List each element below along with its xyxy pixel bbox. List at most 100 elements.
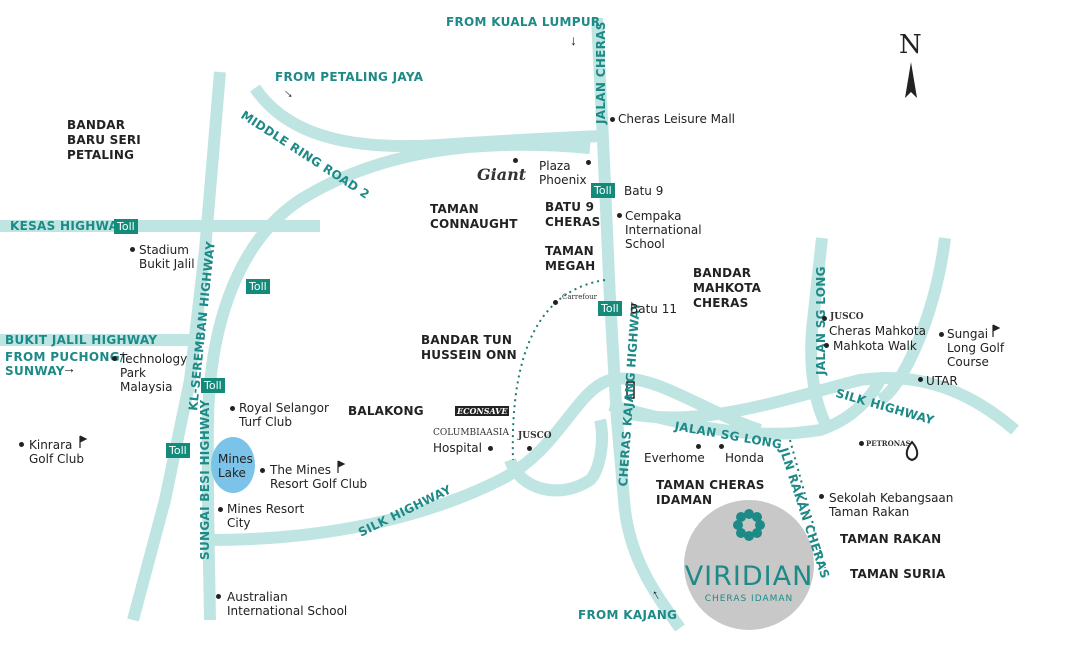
place-dot <box>859 441 864 446</box>
place-kinrara: Kinrara Golf Club <box>29 438 84 466</box>
place-dot <box>610 117 615 122</box>
petronas-icon <box>905 440 919 462</box>
place-mines-resort-golf: The Mines Resort Golf Club <box>270 463 368 491</box>
place-utar: UTAR <box>926 374 958 388</box>
road-label-bukit-jalil: BUKIT JALIL HIGHWAY <box>5 333 158 347</box>
place-dot <box>918 377 923 382</box>
viridian-circle <box>684 500 814 630</box>
place-dot <box>527 446 532 451</box>
place-dot <box>488 446 493 451</box>
area-taman-megah: TAMAN MEGAH <box>545 244 596 273</box>
compass-north: N <box>899 30 922 60</box>
traffic-light-icon <box>626 381 635 399</box>
place-dot <box>819 494 824 499</box>
place-mahkota-walk: Mahkota Walk <box>833 339 917 353</box>
giant-logo: Giant <box>477 165 527 184</box>
place-dot <box>822 316 827 321</box>
golf-flag-icon <box>79 435 88 448</box>
place-royal-selangor: Royal Selangor Turf Club <box>239 401 329 429</box>
compass-arrow-icon <box>905 62 917 98</box>
toll-kl-seremban: Toll <box>166 443 190 458</box>
direction-from-kajang: FROM KAJANG <box>578 608 678 622</box>
silk-road-east <box>618 372 1019 435</box>
toll-batu9: Toll <box>591 183 615 198</box>
place-dot <box>230 406 235 411</box>
place-dot <box>112 356 117 361</box>
place-australian: Australian International School <box>227 590 348 618</box>
place-dot <box>216 594 221 599</box>
place-batu9: Batu 9 <box>624 184 664 198</box>
area-taman-cheras-idaman: TAMAN CHERAS IDAMAN <box>656 478 765 507</box>
columbia-asia-logo: COLUMBIAASIA <box>433 428 509 438</box>
place-stadium: Stadium Bukit Jalil <box>139 243 195 271</box>
road-label-kesas: KESAS HIGHWAY <box>10 219 127 233</box>
area-taman-rakan: TAMAN RAKAN <box>840 532 942 546</box>
place-dot <box>939 332 944 337</box>
place-dot <box>696 444 701 449</box>
place-dot <box>513 158 518 163</box>
place-cempaka: Cempaka International School <box>625 209 702 251</box>
silk-road-south <box>209 372 762 546</box>
jusco-logo: JUSCO <box>518 431 552 441</box>
toll-kesas: Toll <box>114 219 138 234</box>
place-honda: Honda <box>725 451 764 465</box>
place-dot <box>824 343 829 348</box>
area-batu9-cheras: BATU 9 CHERAS <box>545 200 601 229</box>
carrefour-logo: Carrefour <box>562 293 598 301</box>
sungai-besi-road <box>201 138 591 621</box>
place-cheras-mahkota: Cheras Mahkota <box>829 324 926 338</box>
direction-from-kl: FROM KUALA LUMPUR <box>446 15 601 29</box>
jusco-mahkota-logo: JUSCO <box>830 312 864 322</box>
sg-long-loop <box>876 237 951 406</box>
place-dot <box>553 300 558 305</box>
sg-long-road <box>608 377 886 440</box>
project-name: VIRIDIAN <box>684 561 814 592</box>
place-tpm: Technology Park Malaysia <box>120 352 188 394</box>
place-sungai-long-golf: Sungai Long Golf Course <box>947 327 1005 369</box>
kl-seremban-road <box>127 71 226 622</box>
road-label-sungai-besi: SUNGAI BESI HIGHWAY <box>198 399 212 560</box>
place-mines-resort-city: Mines Resort City <box>227 502 305 530</box>
place-dot <box>260 468 265 473</box>
toll-batu11: Toll <box>598 301 622 316</box>
direction-from-puchong: FROM PUCHONG/ SUNWAY <box>5 350 125 378</box>
place-everhome: Everhome <box>644 451 705 465</box>
place-batu11: Batu 11 <box>630 302 677 316</box>
viridian-logo-flower <box>733 509 765 541</box>
area-bandar-mahkota: BANDAR MAHKOTA CHERAS <box>693 266 762 310</box>
petronas-logo: PETRONAS <box>866 439 911 448</box>
area-bandar-baru: BANDAR BARU SERI PETALING <box>67 118 141 162</box>
sg-long-vertical <box>805 237 835 435</box>
place-mines-lake: Mines Lake <box>218 452 253 480</box>
mines-lake-shape <box>211 437 255 493</box>
direction-from-pj: FROM PETALING JAYA <box>275 70 424 84</box>
arrow-down-icon: ↓ <box>570 32 577 48</box>
mrr2-road <box>250 84 601 153</box>
place-dot <box>586 160 591 165</box>
golf-flag-icon <box>992 324 1001 337</box>
place-sekolah: Sekolah Kebangsaan Taman Rakan <box>829 491 954 519</box>
area-bandar-tun: BANDAR TUN HUSSEIN ONN <box>421 333 517 362</box>
place-plaza-phoenix: Plaza Phoenix <box>539 159 587 187</box>
area-balakong: BALAKONG <box>348 404 424 418</box>
cheras-kajang-road <box>591 17 685 632</box>
place-dot <box>617 213 622 218</box>
place-dot <box>130 247 135 252</box>
place-dot <box>218 507 223 512</box>
econsave-logo: ECONSAVE <box>455 406 510 416</box>
area-taman-suria: TAMAN SURIA <box>850 567 946 581</box>
toll-sungai-besi: Toll <box>246 279 270 294</box>
place-cheras-leisure: Cheras Leisure Mall <box>618 112 736 126</box>
toll-sungai-besi-2: Toll <box>201 378 225 393</box>
jusco-loop <box>504 418 608 497</box>
road-label-sg-long-vertical: JALAN SG LONG <box>814 266 828 375</box>
road-label-jalan-cheras: JALAN CHERAS <box>594 21 608 124</box>
arrow-right-icon: → <box>62 360 76 376</box>
area-taman-connaught: TAMAN CONNAUGHT <box>430 202 518 231</box>
place-dot <box>719 444 724 449</box>
place-dot <box>19 442 24 447</box>
golf-flag-icon <box>337 460 346 473</box>
place-hospital: Hospital <box>433 441 482 455</box>
